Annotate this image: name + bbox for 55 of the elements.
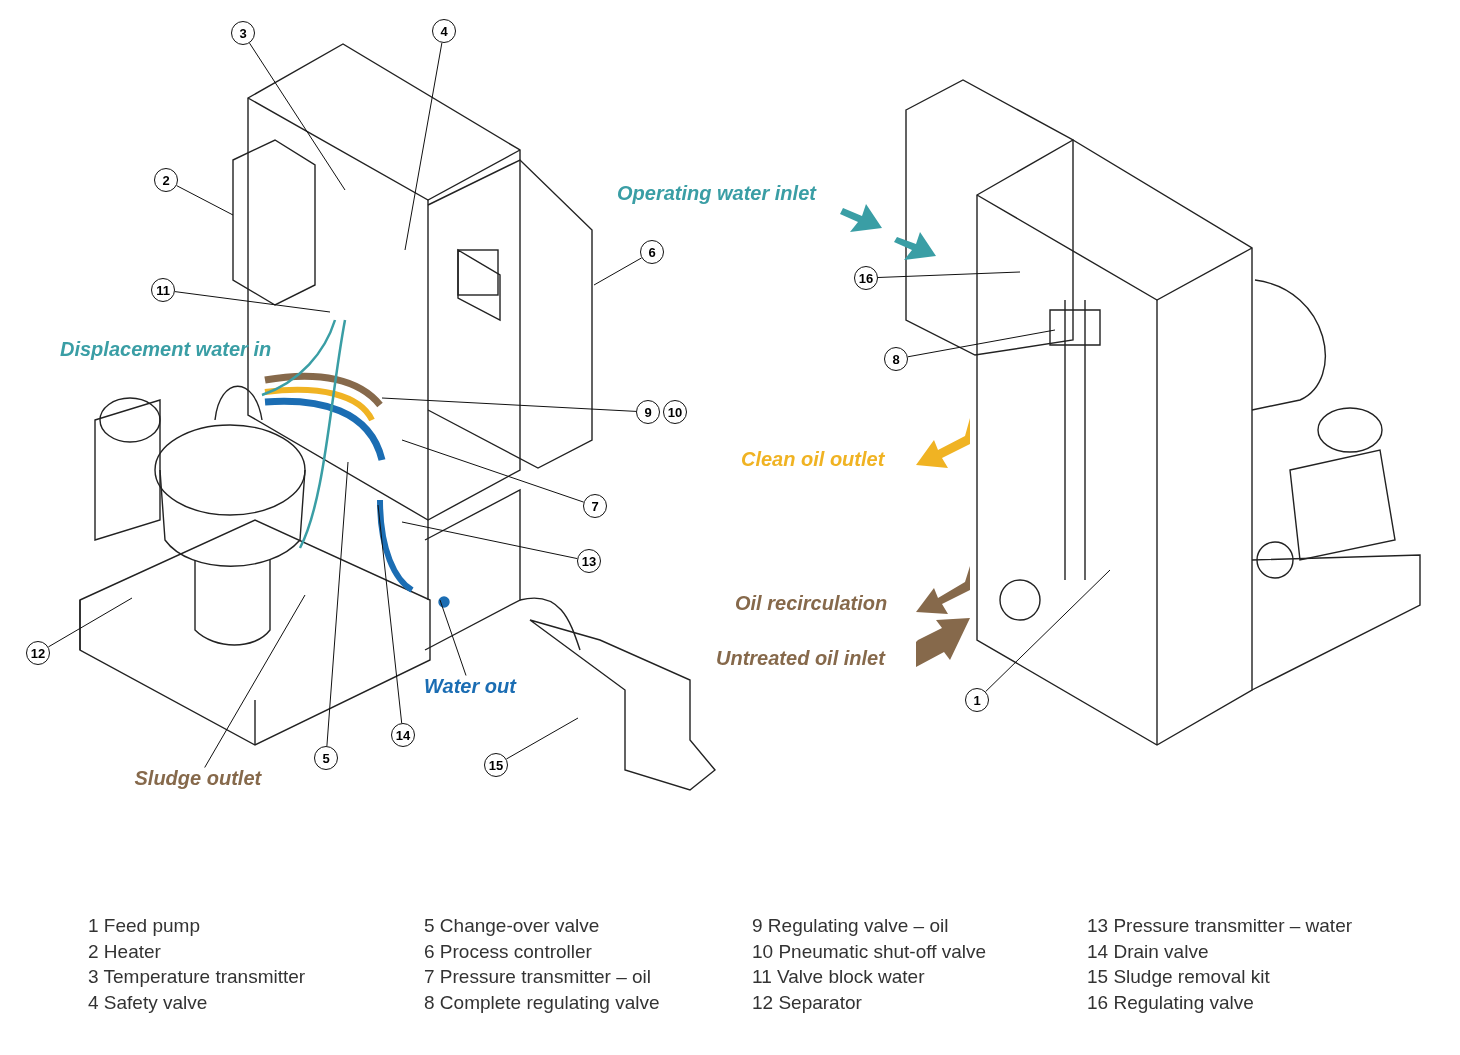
- leader-line: [593, 257, 643, 286]
- callout-number: 13: [577, 549, 601, 573]
- key-entry: 2 Heater: [88, 940, 161, 963]
- callout-number: 15: [484, 753, 508, 777]
- leader-line: [381, 397, 637, 412]
- callout-number: 1: [965, 688, 989, 712]
- key-entry: 8 Complete regulating valve: [424, 991, 660, 1014]
- callout-number: 3: [231, 21, 255, 45]
- leader-line: [174, 291, 331, 313]
- leader-line: [249, 42, 346, 191]
- key-entry: 15 Sludge removal kit: [1087, 966, 1270, 988]
- leader-line: [326, 461, 349, 747]
- key-entry: 3 Temperature transmitter: [88, 966, 306, 988]
- key-entry: 4 Safety valve: [88, 991, 208, 1014]
- key-entry: 1 Feed pump: [88, 915, 200, 937]
- leader-line: [985, 569, 1111, 693]
- flow-label: Operating water inlet: [617, 182, 816, 205]
- leader-line: [404, 42, 443, 251]
- callout-number: 12: [26, 641, 50, 665]
- flow-label: Clean oil outlet: [741, 448, 885, 471]
- key-entry: 16 Regulating valve: [1087, 991, 1254, 1014]
- leader-line: [439, 599, 467, 676]
- callout-number: 9: [636, 400, 660, 424]
- callout-number: 11: [151, 278, 175, 302]
- leader-line: [877, 271, 1021, 278]
- leader-line: [401, 439, 585, 503]
- key-entry: 13 Pressure transmitter – water: [1087, 915, 1353, 937]
- key-entry: 12 Separator: [752, 991, 862, 1014]
- key-entry: 14 Drain valve: [1087, 940, 1209, 963]
- callout-number: 5: [314, 746, 338, 770]
- leader-line: [204, 594, 306, 768]
- callout-number: 4: [432, 19, 456, 43]
- key-entry: 5 Change-over valve: [424, 915, 600, 937]
- key-entry: 9 Regulating valve – oil: [752, 915, 949, 937]
- key-entry: 11 Valve block water: [752, 966, 925, 988]
- leader-line: [377, 504, 403, 724]
- flow-label: Water out: [424, 675, 516, 698]
- callout-number: 2: [154, 168, 178, 192]
- callout-number: 7: [583, 494, 607, 518]
- leader-line: [47, 597, 133, 648]
- flow-label: Untreated oil inlet: [716, 647, 885, 670]
- callout-number: 10: [663, 400, 687, 424]
- flow-label: Sludge outlet: [134, 767, 262, 790]
- leader-line: [907, 329, 1056, 358]
- key-entry: 7 Pressure transmitter – oil: [424, 966, 652, 988]
- callout-number: 14: [391, 723, 415, 747]
- leader-line: [505, 717, 579, 760]
- key-entry: 6 Process controller: [424, 940, 592, 963]
- leader-line: [176, 185, 234, 216]
- flow-label: Oil recirculation: [735, 592, 888, 615]
- callout-number: 6: [640, 240, 664, 264]
- callout-number: 8: [884, 347, 908, 371]
- key-entry: 10 Pneumatic shut-off valve: [752, 940, 987, 963]
- callout-number: 16: [854, 266, 878, 290]
- leader-line: [401, 521, 578, 560]
